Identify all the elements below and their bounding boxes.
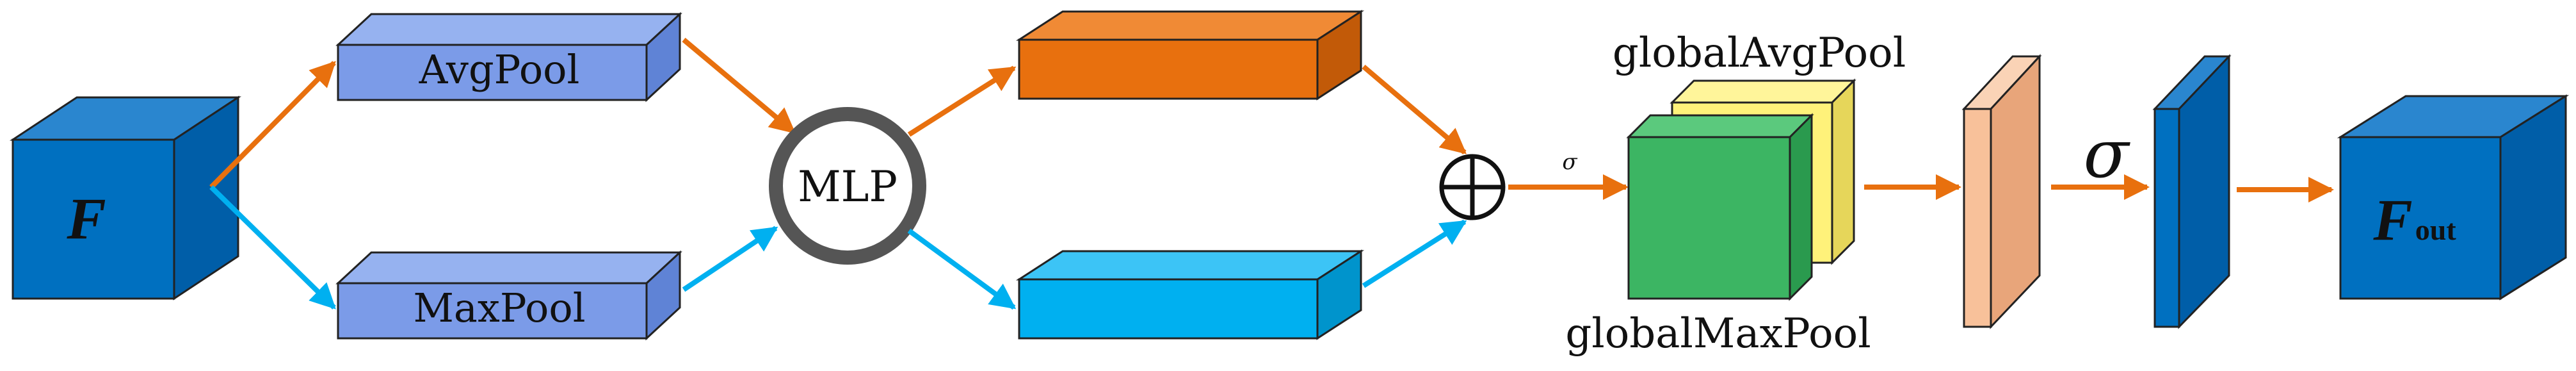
- avgpool-label: AvgPool: [419, 46, 580, 93]
- arrow-avgpool-to-mlp: [682, 37, 796, 135]
- output-label-main: F: [2372, 187, 2412, 252]
- attention-weight-slab: [2152, 54, 2232, 329]
- global-maxpool-square: [1626, 113, 1814, 301]
- avgpool-box: AvgPool: [335, 12, 682, 103]
- global-maxpool-label: globalMaxPool: [1565, 310, 1871, 358]
- maxpool-box: MaxPool: [335, 250, 682, 341]
- mlp-node: MLP: [769, 107, 926, 265]
- global-avgpool-label: globalAvgPool: [1613, 29, 1906, 77]
- avg-mlp-output-bar: [1015, 10, 1365, 101]
- arrow-cyan-to-plus: [1362, 219, 1467, 288]
- output-label-sub: out: [2415, 213, 2457, 246]
- arrow-input-to-maxpool: [209, 185, 336, 309]
- sigma-small-label: σ: [1562, 149, 1577, 175]
- peach-feature-slab: [1961, 54, 2042, 329]
- mlp-label: MLP: [798, 162, 898, 211]
- output-label: Fout: [2372, 187, 2456, 252]
- arrow-orange-to-plus: [1362, 64, 1467, 155]
- input-feature-cube: F: [10, 95, 241, 301]
- circled-plus-icon: [1439, 154, 1506, 220]
- sigma-large-label: σ: [2084, 115, 2131, 193]
- arrow-mlp-to-cyan-bar: [907, 228, 1017, 310]
- arrow-input-to-avgpool: [209, 61, 336, 189]
- arrow-mlp-to-orange-bar: [907, 65, 1017, 137]
- output-feature-cube: Fout: [2337, 94, 2570, 301]
- input-label: F: [66, 186, 106, 251]
- arrow-maxpool-to-mlp: [682, 226, 778, 292]
- max-mlp-output-bar: [1015, 249, 1365, 340]
- maxpool-label: MaxPool: [413, 284, 585, 331]
